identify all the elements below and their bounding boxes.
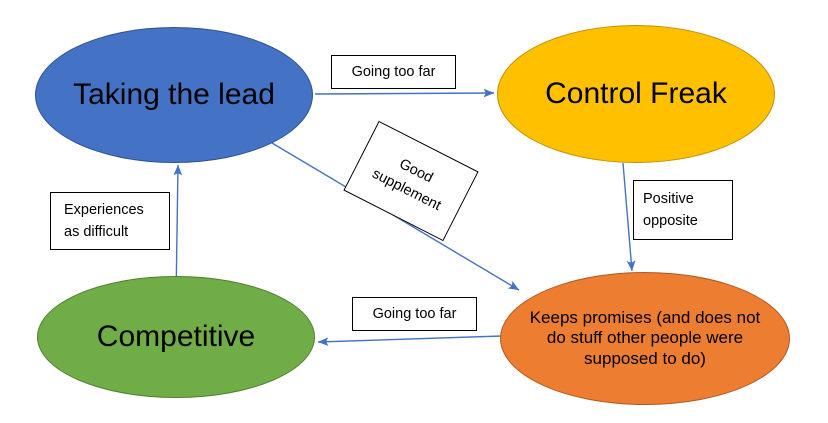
edge-label-positive-opposite[interactable]: Positive opposite xyxy=(633,180,733,240)
node-taking-the-lead-label: Taking the lead xyxy=(73,78,275,112)
node-control-freak[interactable]: Control Freak xyxy=(497,25,775,163)
edge-label-experiences-as-difficult[interactable]: Experiences as difficult xyxy=(50,192,170,250)
edge-label-going-too-far-top[interactable]: Going too far xyxy=(331,55,456,89)
arrow-control-freak-to-keeps-promises xyxy=(622,162,636,272)
edge-label-going-too-far-bottom[interactable]: Going too far xyxy=(352,297,477,331)
edge-label-going-too-far-bottom-text: Going too far xyxy=(372,305,457,322)
node-keeps-promises-label: Keeps promises (and does not do stuff ot… xyxy=(529,308,761,368)
arrow-lead-to-control-freak xyxy=(314,88,495,98)
node-competitive[interactable]: Competitive xyxy=(37,276,315,398)
edge-label-experiences-as-difficult-text: Experiences as difficult xyxy=(64,201,144,240)
edge-label-good-supplement-text: Good supplement xyxy=(369,155,444,215)
node-keeps-promises[interactable]: Keeps promises (and does not do stuff ot… xyxy=(500,272,790,405)
edge-label-positive-opposite-text: Positive opposite xyxy=(643,190,698,229)
node-taking-the-lead[interactable]: Taking the lead xyxy=(35,27,313,163)
edge-label-going-too-far-top-text: Going too far xyxy=(351,63,436,80)
arrow-keeps-promises-to-competitive xyxy=(317,335,503,347)
node-competitive-label: Competitive xyxy=(96,320,256,354)
node-control-freak-label: Control Freak xyxy=(545,77,727,111)
